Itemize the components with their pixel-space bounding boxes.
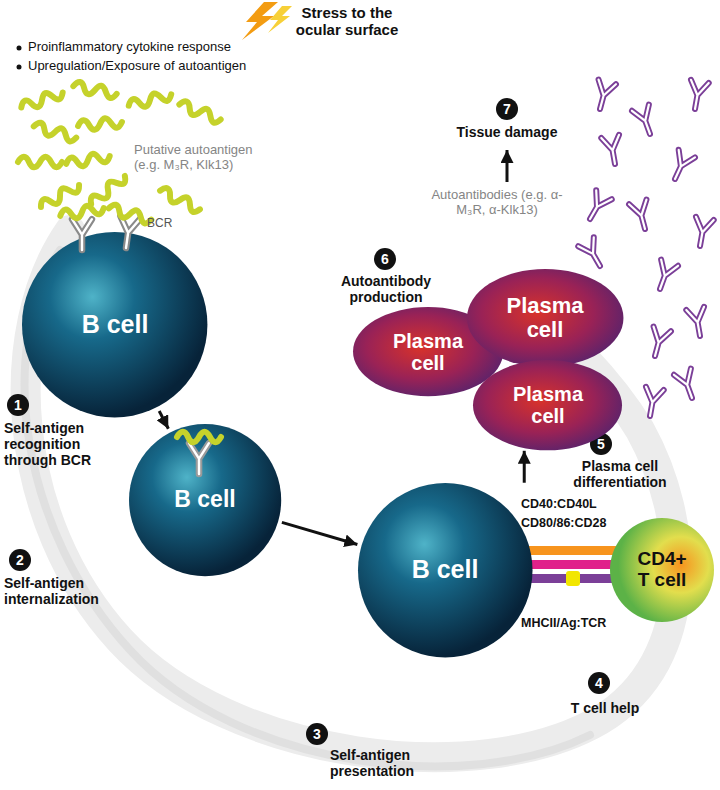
- cell-body: [353, 307, 503, 396]
- damage-arrow: [506, 150, 509, 182]
- callout-number: 3: [306, 723, 328, 745]
- interaction-label: MHCII/Ag:TCR: [521, 616, 631, 630]
- autoantigen-squiggle: [60, 203, 105, 221]
- antibody-shape: [578, 237, 608, 270]
- autoantigen-squiggle: [38, 180, 81, 211]
- step-text: Self-antigen internalization: [4, 575, 129, 607]
- step-text: Self-antigen recognition through BCR: [4, 420, 124, 468]
- receptor-group: [60, 203, 153, 250]
- antibody-shape: [646, 327, 671, 359]
- autoantibody-group: [578, 80, 714, 418]
- antibody-shape: [189, 443, 209, 474]
- bullet-text: Proinflammatory cytokine response: [28, 40, 348, 55]
- autoantigen-squiggle: [178, 100, 223, 125]
- antibody-shape: [686, 307, 709, 338]
- cell-body: [22, 232, 207, 417]
- step-text: Autoantibody production: [330, 273, 442, 305]
- part-name: BCR: [147, 217, 187, 231]
- autoantigen-squiggle: [72, 81, 117, 99]
- step-text: Self-antigen presentation: [330, 747, 450, 779]
- callout-number: 2: [9, 549, 31, 571]
- antibody-shape: [72, 219, 92, 250]
- bullet-dot: [17, 65, 22, 70]
- autoantigen-squiggle: [78, 117, 123, 131]
- antibody-shape: [591, 80, 616, 112]
- step-text: Plasma cell differentiation: [565, 458, 675, 490]
- antibody-shape: [116, 216, 140, 249]
- antibody-shape: [652, 260, 678, 292]
- cell-body: [473, 360, 622, 450]
- plasma-cell: Plasma cell: [473, 360, 622, 450]
- b-cell: B cell: [358, 483, 533, 658]
- antibody-shape: [686, 80, 709, 111]
- autoantigen-squiggle: [158, 186, 202, 214]
- process-arrow: [159, 411, 168, 429]
- autoantigen-squiggle: [88, 172, 128, 208]
- antibody-shape: [601, 135, 624, 166]
- autoantigen-squiggle: [177, 432, 221, 443]
- antibody-shape: [667, 150, 695, 183]
- autoantigen-squiggle: [18, 157, 62, 168]
- bullet-dot: [17, 46, 22, 51]
- callout-number: 1: [7, 394, 29, 416]
- autoantigen-squiggle: [65, 151, 110, 169]
- antibody-shape: [691, 217, 714, 248]
- process-arrow: [523, 451, 526, 483]
- cell-label: Plasma cell: [503, 383, 593, 427]
- callout-number: 7: [496, 98, 518, 120]
- process-arrow: [282, 522, 357, 544]
- cell-label: B cell: [375, 556, 515, 584]
- lightning-icon: [242, 2, 292, 40]
- autoantigen-squiggle: [20, 88, 65, 113]
- bullet-text: Upregulation/Exposure of autoantigen: [28, 59, 348, 74]
- autoantigen-squiggle: [127, 89, 172, 111]
- antibody-shape: [582, 190, 612, 223]
- antigen-note: Putative autoantigen (e.g. M₃R, Klk13): [134, 143, 274, 173]
- heading: Stress to the ocular surface: [292, 4, 402, 39]
- callout-number: 4: [588, 672, 610, 694]
- b-cell: B cell: [129, 424, 281, 576]
- callout-number: 6: [374, 248, 396, 270]
- b-cell: B cell: [22, 232, 207, 417]
- t-cell: CD4+ T cell: [610, 518, 714, 622]
- interaction-label: CD40:CD40L: [521, 497, 631, 511]
- cell-label: Plasma cell: [383, 330, 473, 374]
- cell-body: [467, 269, 623, 367]
- cell-body: [610, 518, 714, 622]
- antibody-shape: [674, 369, 700, 401]
- cell-body: [358, 483, 533, 658]
- antibody-note: Autoantibodies (e.g. α-M₃R, α-Klk13): [427, 188, 567, 218]
- cell-label: Plasma cell: [497, 294, 592, 342]
- plasma-cell: Plasma cell: [467, 269, 623, 367]
- antibody-shape: [641, 387, 664, 418]
- interaction-label: CD80/86:CD28: [521, 516, 631, 530]
- autoantigen-squiggle: [108, 204, 153, 226]
- step-text: Tissue damage: [447, 124, 567, 140]
- step-text: T cell help: [545, 700, 665, 716]
- cell-body: [129, 424, 281, 576]
- autoantigen-squiggle: [32, 121, 77, 143]
- antibody-shape: [632, 105, 658, 137]
- antibody-shape: [629, 200, 654, 232]
- cell-label: CD4+ T cell: [633, 549, 691, 591]
- cell-label: B cell: [40, 311, 190, 339]
- receptor-group: [177, 432, 221, 474]
- cell-label: B cell: [145, 487, 265, 512]
